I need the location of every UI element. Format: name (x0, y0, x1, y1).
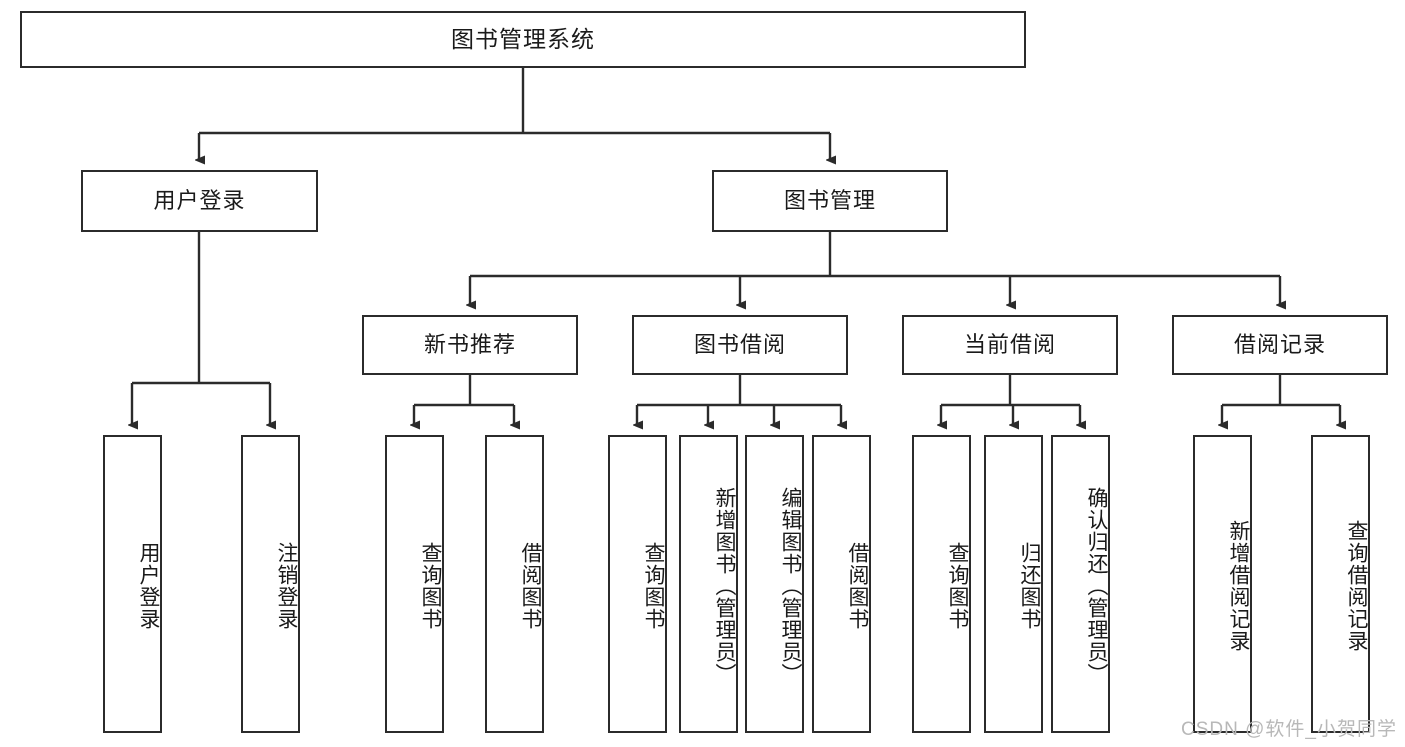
node-leaf-add-book-admin-label: 新增图书（管理员） (713, 487, 736, 685)
node-leaf-query-book-current[interactable]: 查询图书 (912, 435, 971, 733)
node-leaf-user-login[interactable]: 用户登录 (103, 435, 162, 733)
node-book-manage[interactable]: 图书管理 (712, 170, 948, 232)
node-book-borrow-label: 图书借阅 (693, 332, 786, 357)
node-leaf-return-book-label: 归还图书 (1018, 542, 1041, 630)
node-leaf-confirm-return-admin-label: 确认归还（管理员） (1085, 487, 1108, 685)
node-user-login-label: 用户登录 (153, 188, 246, 213)
node-leaf-query-borrow-record-label: 查询借阅记录 (1345, 520, 1368, 652)
node-leaf-edit-book-admin-label: 编辑图书（管理员） (779, 487, 802, 685)
node-leaf-add-book-admin[interactable]: 新增图书（管理员） (679, 435, 738, 733)
node-root-label: 图书管理系统 (451, 26, 595, 52)
node-borrow-record-label: 借阅记录 (1233, 332, 1326, 357)
node-leaf-edit-book-admin[interactable]: 编辑图书（管理员） (745, 435, 804, 733)
node-leaf-borrow-book-rec-label: 借阅图书 (519, 542, 542, 630)
node-leaf-query-book-rec-label: 查询图书 (419, 542, 442, 630)
node-leaf-borrow-book-rec[interactable]: 借阅图书 (485, 435, 544, 733)
node-leaf-add-borrow-record[interactable]: 新增借阅记录 (1193, 435, 1252, 733)
node-leaf-query-book-borrow-label: 查询图书 (642, 542, 665, 630)
node-leaf-return-book[interactable]: 归还图书 (984, 435, 1043, 733)
node-leaf-query-book-rec[interactable]: 查询图书 (385, 435, 444, 733)
node-leaf-add-borrow-record-label: 新增借阅记录 (1227, 520, 1250, 652)
node-book-manage-label: 图书管理 (783, 188, 876, 213)
node-leaf-logout[interactable]: 注销登录 (241, 435, 300, 733)
node-current-borrow[interactable]: 当前借阅 (902, 315, 1118, 375)
node-leaf-query-borrow-record[interactable]: 查询借阅记录 (1311, 435, 1370, 733)
node-leaf-user-login-label: 用户登录 (137, 542, 160, 630)
node-leaf-confirm-return-admin[interactable]: 确认归还（管理员） (1051, 435, 1110, 733)
node-book-borrow[interactable]: 图书借阅 (632, 315, 848, 375)
node-leaf-borrow-book-label: 借阅图书 (846, 542, 869, 630)
node-new-book-recommend-label: 新书推荐 (423, 332, 516, 357)
node-new-book-recommend[interactable]: 新书推荐 (362, 315, 578, 375)
node-leaf-query-book-current-label: 查询图书 (946, 542, 969, 630)
node-borrow-record[interactable]: 借阅记录 (1172, 315, 1388, 375)
node-user-login[interactable]: 用户登录 (81, 170, 318, 232)
node-leaf-borrow-book[interactable]: 借阅图书 (812, 435, 871, 733)
node-leaf-logout-label: 注销登录 (275, 542, 298, 630)
node-current-borrow-label: 当前借阅 (963, 332, 1056, 357)
node-leaf-query-book-borrow[interactable]: 查询图书 (608, 435, 667, 733)
node-root[interactable]: 图书管理系统 (20, 11, 1026, 68)
